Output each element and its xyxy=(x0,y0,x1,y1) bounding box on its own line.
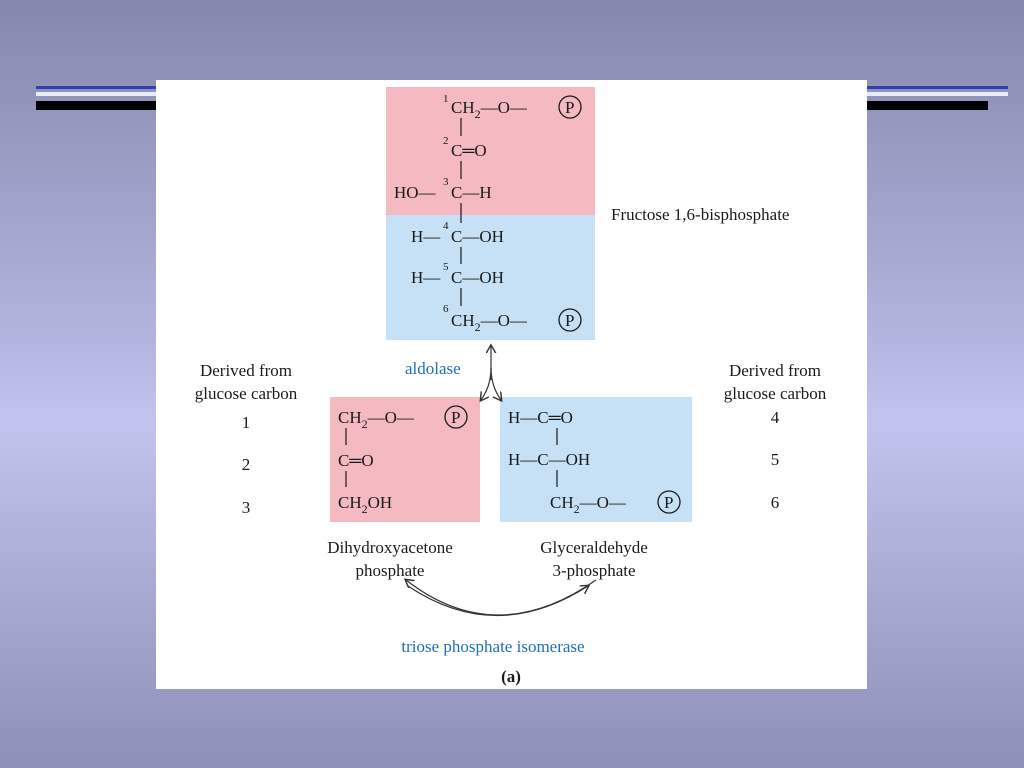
dhap-name-line1: Dihydroxyacetone xyxy=(327,538,453,557)
left-number-3: 3 xyxy=(242,498,251,517)
panel-label: (a) xyxy=(501,667,521,686)
isomerase-label: triose phosphate isomerase xyxy=(401,637,584,656)
c5-number: 5 xyxy=(443,261,449,273)
c6-number: 6 xyxy=(443,303,449,315)
phosphate-label-4: P xyxy=(664,493,673,512)
right-number-5: 5 xyxy=(771,450,780,469)
dhap-row2: C═O xyxy=(338,451,374,470)
left-number-2: 2 xyxy=(242,455,251,474)
fbp-top-box xyxy=(386,87,595,215)
phosphate-label-3: P xyxy=(451,408,460,427)
dhap-name-line2: phosphate xyxy=(356,561,425,580)
c2-number: 2 xyxy=(443,135,449,147)
c3-left: HO— xyxy=(394,183,437,202)
left-header-line2: glucose carbon xyxy=(195,384,298,403)
dhap-box xyxy=(330,397,480,522)
phosphate-label-1: P xyxy=(565,98,574,117)
aldolase-arrows xyxy=(481,346,501,400)
c3-right: C—H xyxy=(451,183,492,202)
gap-row2: H—C—OH xyxy=(508,450,590,469)
left-header-line1: Derived from xyxy=(200,361,292,380)
dhap-row1: CH2—O— xyxy=(338,408,415,431)
diagram-slide: 1 CH2—O— P 2 C═O HO— 3 C—H H— 4 C—OH H— … xyxy=(156,80,867,689)
diagram-svg: 1 CH2—O— P 2 C═O HO— 3 C—H H— 4 C—OH H— … xyxy=(195,93,827,686)
gap-name-line2: 3-phosphate xyxy=(552,561,635,580)
right-header-line2: glucose carbon xyxy=(724,384,827,403)
phosphate-circle-2 xyxy=(558,308,582,332)
gap-structure: H—C═O H—C—OH CH2—O— P xyxy=(508,408,681,516)
phosphate-circle-3 xyxy=(444,405,468,429)
dhap-structure: CH2—O— P C═O CH2OH xyxy=(338,405,468,516)
dhap-row3: CH2OH xyxy=(338,493,392,516)
c4-right: C—OH xyxy=(451,227,504,246)
gap-name-line1: Glyceraldehyde xyxy=(540,538,648,557)
fbp-bottom-box xyxy=(386,215,595,340)
isomerase-arrows xyxy=(406,580,597,616)
gap-row3: CH2—O— xyxy=(550,493,627,516)
fbp-structure: 1 CH2—O— P 2 C═O HO— 3 C—H H— 4 C—OH H— … xyxy=(394,93,582,334)
c6-group: CH2—O— xyxy=(451,311,528,334)
phosphate-label-2: P xyxy=(565,311,574,330)
left-number-1: 1 xyxy=(242,413,251,432)
gap-row1: H—C═O xyxy=(508,408,573,427)
c3-number: 3 xyxy=(443,176,449,188)
c2-group: C═O xyxy=(451,141,487,160)
fbp-name: Fructose 1,6-bisphosphate xyxy=(611,205,789,224)
c4-number: 4 xyxy=(443,220,449,232)
c4-left: H— xyxy=(411,227,441,246)
phosphate-circle-4 xyxy=(657,490,681,514)
aldolase-label: aldolase xyxy=(405,359,461,378)
right-header-line1: Derived from xyxy=(729,361,821,380)
c1-group: CH2—O— xyxy=(451,98,528,121)
phosphate-circle-1 xyxy=(558,95,582,119)
right-number-6: 6 xyxy=(771,493,780,512)
c5-left: H— xyxy=(411,268,441,287)
right-number-4: 4 xyxy=(771,408,780,427)
c1-number: 1 xyxy=(443,93,449,105)
gap-box xyxy=(500,397,692,522)
c5-right: C—OH xyxy=(451,268,504,287)
